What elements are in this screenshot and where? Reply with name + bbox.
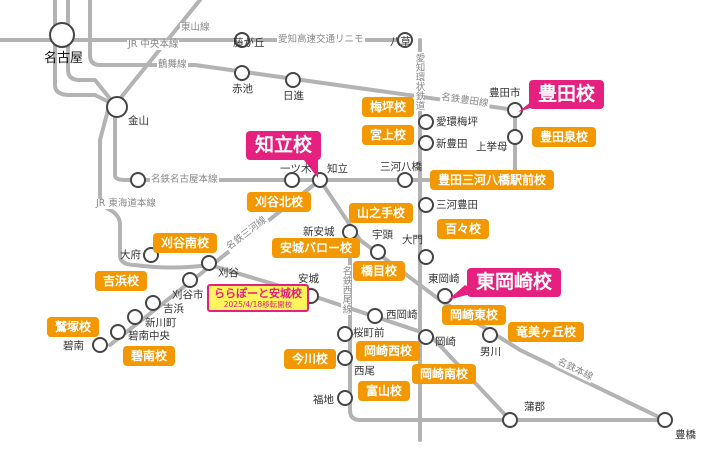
- station-label-otogawa: 男川: [480, 346, 501, 358]
- station-label-kariya: 刈谷: [218, 267, 239, 279]
- station-label-nisshin: 日進: [283, 90, 304, 102]
- station-label-shintoyota: 新豊田: [436, 138, 468, 150]
- station-label-daimon: 大門: [402, 234, 423, 246]
- line-nagoya-kanayama-1: [53, 0, 117, 107]
- school-yoshihama[interactable]: 吉浜校: [95, 271, 148, 292]
- school-yamanote[interactable]: 山之手校: [349, 203, 414, 224]
- station-label-shinkawamachi: 新川町: [145, 317, 177, 329]
- station-label-yakusa: 八草: [390, 36, 411, 48]
- school-hekinan[interactable]: 碧南校: [123, 346, 176, 367]
- school-higashi-okazaki[interactable]: 東岡崎校: [467, 268, 562, 297]
- school-toyota[interactable]: 豊田校: [529, 80, 605, 109]
- school-lalaport-anjo-note: 2025/4/18移転開校: [223, 300, 293, 310]
- station-label-sakuramachimae: 桜町前: [353, 327, 385, 339]
- school-okazaki-minami[interactable]: 岡崎南校: [412, 364, 477, 385]
- station-label-gamagori: 蒲郡: [524, 401, 545, 413]
- station-label-uto: 宇頭: [372, 229, 393, 241]
- school-anjo-barrow[interactable]: 安城バロー校: [272, 238, 361, 259]
- station-label-hekinan-chuo: 碧南中央: [128, 330, 170, 342]
- station-label-fukuchi: 福地: [313, 394, 334, 406]
- line-label-aikan: 愛知環状鉄道: [413, 52, 425, 111]
- station-label-higashi-okazaki: 東岡崎: [428, 273, 460, 285]
- station-kanayama: [106, 96, 128, 118]
- station-label-nishio: 西尾: [354, 365, 375, 377]
- line-meitetsu-nagoya: [113, 103, 422, 182]
- school-umetsubo[interactable]: 梅坪校: [362, 97, 415, 118]
- line-chuo: [113, 0, 202, 107]
- station-label-kamikoromo: 上挙母: [476, 141, 508, 153]
- station-label-anjo: 安城: [298, 273, 319, 285]
- station-label-chiryu: 知立: [327, 163, 348, 175]
- station-label-toyohashi: 豊橋: [675, 429, 696, 441]
- line-label-tsurumai: 鶴舞線: [157, 59, 188, 70]
- station-label-mikawa-toyota: 三河豊田: [436, 199, 478, 211]
- station-label-mikawa-yahashi: 三河八橋: [380, 161, 422, 173]
- station-label-okazaki: 岡崎: [435, 336, 456, 348]
- line-nishio: [348, 228, 512, 422]
- school-lalaport-anjo[interactable]: ららぽーと安城校 2025/4/18移転開校: [207, 284, 309, 313]
- station-label-yoshihama: 吉浜: [163, 303, 184, 315]
- school-momo[interactable]: 百々校: [437, 219, 490, 240]
- line-label-tokaido: JR 東海道本線: [95, 198, 157, 209]
- school-imagawa[interactable]: 今川校: [284, 349, 337, 370]
- line-nagoya-kanayama-2: [66, 0, 117, 107]
- line-label-chuo: JR 中央本線: [127, 39, 180, 50]
- school-miyaue[interactable]: 宮上校: [362, 125, 415, 146]
- line-tsurumai: [88, 0, 517, 112]
- station-label-toyotashi: 豊田市: [489, 87, 521, 99]
- station-label-obu: 大府: [120, 249, 141, 261]
- station-label-nishi-okazaki: 西岡崎: [386, 309, 418, 321]
- station-label-nagoya: 名古屋: [44, 51, 84, 66]
- line-label-nishio: 名鉄西尾線: [340, 265, 352, 315]
- station-label-kanayama: 金山: [128, 115, 149, 127]
- line-label-linimo: 愛知高速交通リニモ: [277, 34, 365, 45]
- school-kariya-kita[interactable]: 刈谷北校: [247, 192, 312, 213]
- school-hashime[interactable]: 橋目校: [353, 261, 406, 282]
- station-label-shin-anjo: 新安城: [303, 226, 335, 238]
- line-label-higashiyama: 東山線: [180, 22, 211, 33]
- station-label-kariyashi: 刈谷市: [172, 289, 204, 301]
- station-label-hitotsugi: 一ツ木: [280, 163, 312, 175]
- station-label-fujigaoka: 藤が丘: [233, 37, 265, 49]
- school-okazaki-higashi[interactable]: 岡崎東校: [442, 305, 507, 326]
- school-kariya-minami[interactable]: 刈谷南校: [153, 233, 218, 254]
- line-label-meitetsu-nagoya: 名鉄名古屋本線: [150, 174, 219, 185]
- station-nagoya: [49, 22, 75, 48]
- school-lalaport-anjo-name: ららぽーと安城校: [214, 287, 302, 300]
- school-tomiyama[interactable]: 富山校: [358, 381, 411, 402]
- school-tatsumigaoka[interactable]: 竜美ヶ丘校: [508, 322, 585, 343]
- school-toyota-izumi[interactable]: 豊田泉校: [532, 127, 597, 148]
- station-label-akaike: 赤池: [232, 83, 253, 95]
- station-label-hekinan: 碧南: [63, 340, 84, 352]
- school-washizuka[interactable]: 鷲塚校: [47, 317, 100, 338]
- school-okazaki-nishi[interactable]: 岡崎西校: [356, 341, 421, 362]
- school-chiryu[interactable]: 知立校: [246, 131, 322, 160]
- station-label-aikan-umetsubo: 愛環梅坪: [436, 116, 478, 128]
- school-toyota-mikawa-yahashi[interactable]: 豊田三河八橋駅前校: [430, 170, 555, 191]
